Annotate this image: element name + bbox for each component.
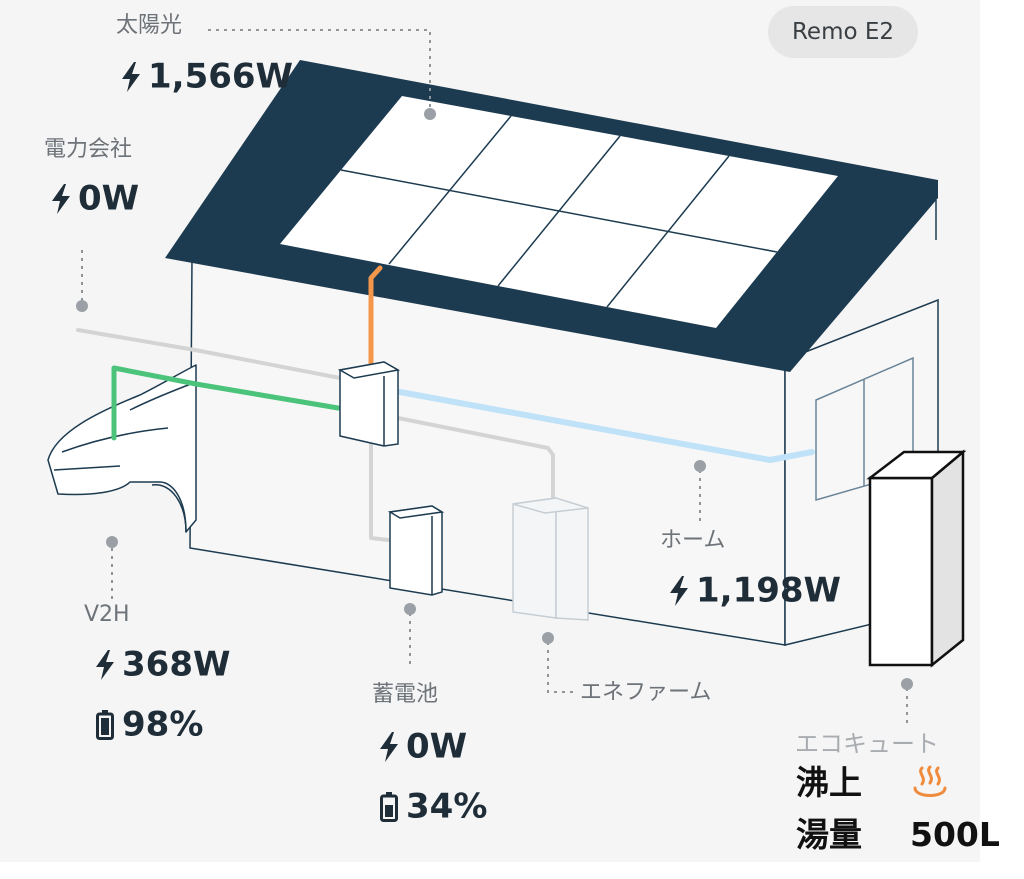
power-conditioner	[337, 361, 401, 447]
solar-power-value: 1,566W	[120, 58, 293, 94]
grid-power-line	[76, 328, 555, 542]
grid-label: 電力会社	[44, 137, 133, 162]
ecocute-volume-label: 湯量	[796, 815, 862, 854]
enefarm-label: エネファーム	[580, 680, 712, 705]
v2h-battery-value: 98%	[96, 706, 203, 742]
home-label: ホーム	[660, 528, 726, 553]
ecocute-volume-value: 500L	[910, 815, 1000, 854]
battery-icon	[96, 709, 114, 740]
leader-lines	[81, 29, 908, 724]
lightning-bolt-icon	[380, 731, 398, 762]
home-power-line	[397, 389, 815, 463]
lightning-bolt-icon	[96, 649, 114, 680]
v2h-battery-text: 98%	[122, 704, 204, 745]
house-walls	[189, 200, 939, 646]
v2h-power-value: 368W	[94, 646, 230, 682]
hot-water-steam-icon	[913, 765, 947, 797]
storage-power-value: 0W	[378, 728, 467, 764]
v2h-power-text: 368W	[122, 644, 231, 685]
lightning-bolt-icon	[122, 61, 140, 92]
storage-battery-unit	[387, 505, 445, 596]
v2h-power-line	[111, 365, 341, 441]
lightning-bolt-icon	[670, 575, 688, 606]
storage-battery-text: 34%	[406, 786, 488, 827]
solar-power-text: 1,566W	[148, 56, 294, 97]
storage-power-text: 0W	[406, 726, 468, 767]
device-selector-chip[interactable]: Remo E2	[768, 6, 918, 58]
grid-power-text: 0W	[78, 178, 140, 219]
v2h-label: V2H	[84, 602, 130, 627]
enefarm-unit	[512, 497, 589, 621]
battery-icon	[380, 791, 398, 822]
solar-power-line	[368, 265, 383, 369]
house-roof	[165, 60, 938, 372]
storage-battery-value: 34%	[380, 788, 487, 824]
home-power-value: 1,198W	[668, 572, 841, 608]
leader-dots	[76, 108, 913, 690]
ecocute-status-label: 沸上	[796, 763, 862, 802]
grid-power-value: 0W	[50, 180, 139, 216]
home-power-text: 1,198W	[696, 570, 842, 611]
ev-car	[47, 364, 197, 533]
ecocute-tank	[866, 449, 967, 668]
storage-label: 蓄電池	[372, 682, 439, 707]
solar-label: 太陽光	[116, 13, 183, 38]
ecocute-label: エコキュート	[795, 730, 939, 758]
lightning-bolt-icon	[52, 183, 70, 214]
